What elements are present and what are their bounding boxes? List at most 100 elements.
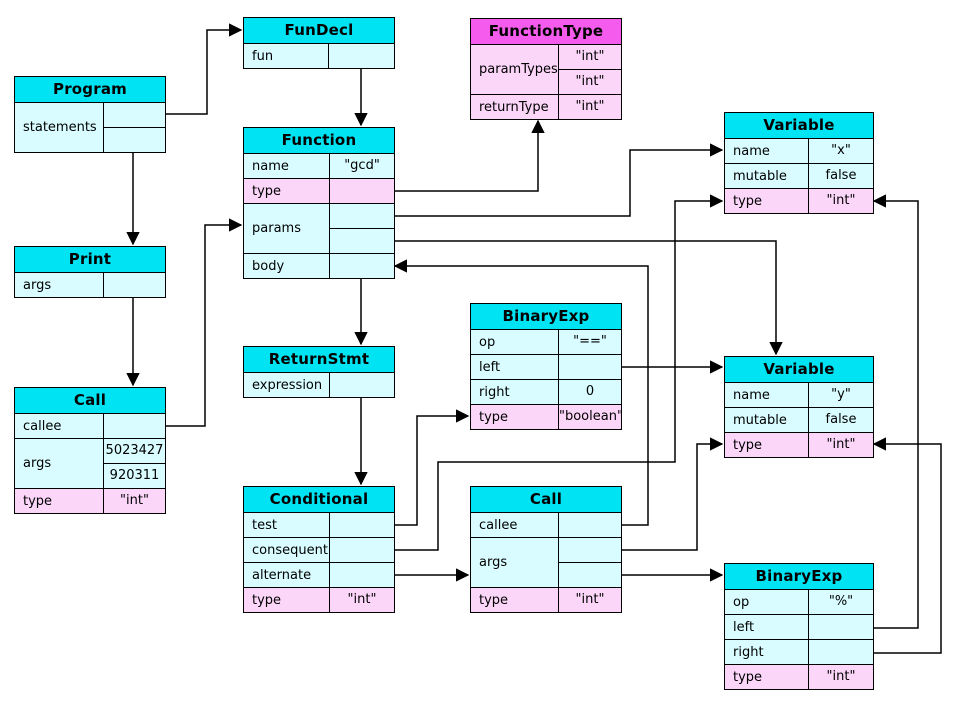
- pointer-cell: [104, 127, 165, 152]
- pointer-cell: [104, 103, 165, 127]
- field-values: "int": [809, 433, 873, 457]
- field-row: op"%": [725, 590, 873, 614]
- field-label: fun: [244, 44, 329, 68]
- field-values: [330, 538, 394, 562]
- field-label: left: [471, 355, 559, 379]
- node-title: Program: [15, 77, 165, 103]
- node-title: Call: [471, 487, 621, 513]
- field-values: [330, 563, 394, 587]
- field-values: false: [809, 164, 873, 188]
- field-row: args: [15, 273, 165, 297]
- field-label: name: [725, 383, 809, 407]
- pointer-cell: [330, 179, 394, 203]
- field-values: "int": [809, 189, 873, 213]
- field-values: [330, 204, 394, 253]
- field-label: right: [471, 380, 559, 404]
- value-cell: 920311: [104, 463, 165, 488]
- field-row: expression: [244, 373, 394, 397]
- pointer-cell: [330, 563, 394, 587]
- value-cell: "int": [559, 69, 621, 94]
- field-label: args: [15, 439, 104, 488]
- field-label: returnType: [471, 95, 559, 119]
- value-cell: false: [809, 164, 873, 188]
- value-cell: "x": [809, 139, 873, 163]
- field-row: type"int": [244, 587, 394, 612]
- field-label: paramTypes: [471, 45, 559, 94]
- field-values: [330, 179, 394, 203]
- field-values: "==": [559, 330, 621, 354]
- pointer-cell: [104, 273, 165, 297]
- field-label: args: [471, 538, 559, 587]
- field-label: op: [471, 330, 559, 354]
- value-cell: "int": [104, 489, 165, 513]
- pointer-cell: [330, 538, 394, 562]
- pointer-cell: [330, 204, 394, 228]
- field-label: type: [725, 189, 809, 213]
- field-label: mutable: [725, 408, 809, 432]
- field-row: name"y": [725, 383, 873, 407]
- field-values: "int": [559, 588, 621, 612]
- field-values: "boolean": [559, 405, 623, 429]
- pointer-cell: [329, 44, 394, 68]
- field-label: body: [244, 254, 330, 278]
- field-values: 0: [559, 380, 621, 404]
- field-row: test: [244, 513, 394, 537]
- pointer-cell: [559, 513, 621, 537]
- field-values: [330, 513, 394, 537]
- field-row: name"gcd": [244, 154, 394, 178]
- field-values: [104, 273, 165, 297]
- value-cell: "int": [330, 588, 394, 612]
- field-row: type: [244, 178, 394, 203]
- field-row: type"int": [471, 587, 621, 612]
- field-values: [329, 44, 394, 68]
- pointer-cell: [559, 538, 621, 562]
- node-title: Call: [15, 388, 165, 414]
- pointer-cell: [559, 562, 621, 587]
- value-cell: "int": [559, 95, 621, 119]
- node-title: BinaryExp: [471, 304, 621, 330]
- value-cell: "gcd": [330, 154, 394, 178]
- field-label: params: [244, 204, 330, 253]
- node-title: ReturnStmt: [244, 347, 394, 373]
- pointer-cell: [330, 373, 394, 397]
- field-label: name: [244, 154, 330, 178]
- value-cell: "%": [809, 590, 873, 614]
- field-row: consequent: [244, 537, 394, 562]
- node-title: FunDecl: [244, 18, 394, 44]
- field-row: alternate: [244, 562, 394, 587]
- value-cell: 5023427: [104, 439, 165, 463]
- value-cell: false: [809, 408, 873, 432]
- field-label: args: [15, 273, 104, 297]
- field-values: [559, 513, 621, 537]
- field-label: op: [725, 590, 809, 614]
- field-label: callee: [471, 513, 559, 537]
- field-values: "y": [809, 383, 873, 407]
- field-values: "gcd": [330, 154, 394, 178]
- field-label: type: [244, 179, 330, 203]
- field-row: type"boolean": [471, 404, 623, 429]
- field-row: paramTypes"int""int": [471, 45, 621, 94]
- field-row: args: [471, 537, 621, 587]
- value-cell: "y": [809, 383, 873, 407]
- field-row: callee: [15, 414, 165, 438]
- field-row: params: [244, 203, 394, 253]
- field-values: "%": [809, 590, 873, 614]
- node-title: Variable: [725, 113, 873, 139]
- pointer-cell: [330, 254, 394, 278]
- pointer-cell: [809, 640, 873, 664]
- field-row: callee: [471, 513, 621, 537]
- field-values: "int": [104, 489, 165, 513]
- field-row: op"==": [471, 330, 621, 354]
- field-label: type: [471, 405, 559, 429]
